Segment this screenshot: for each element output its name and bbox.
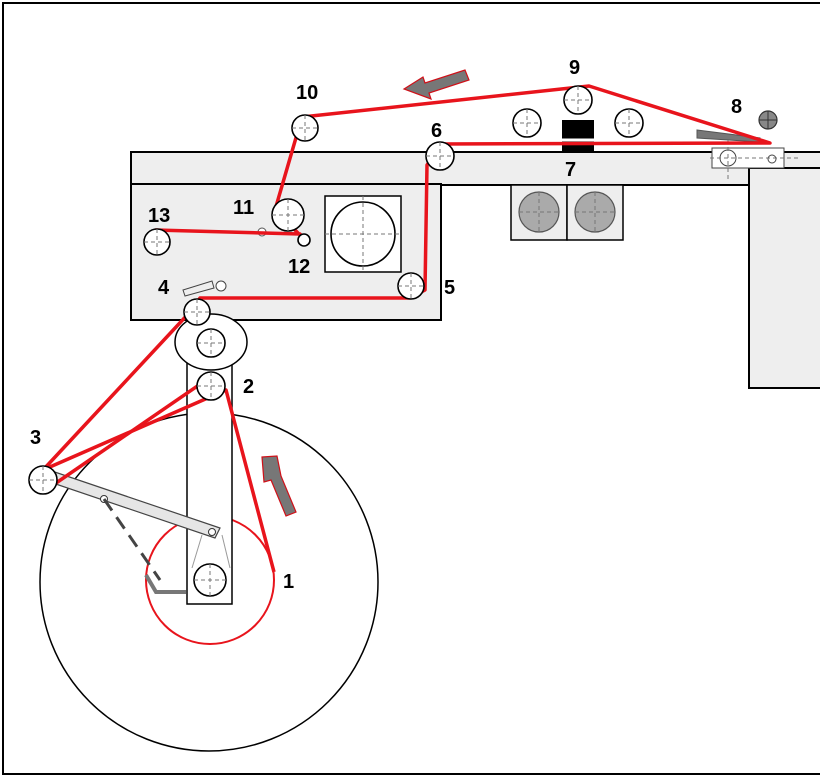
guide-bar-4 xyxy=(182,280,215,297)
label-11: 11 xyxy=(233,197,254,219)
roller-pivot xyxy=(196,328,226,358)
motor-unit xyxy=(324,195,402,273)
label-3: 3 xyxy=(30,427,41,449)
roller-5 xyxy=(397,272,425,300)
roller-1 xyxy=(193,563,227,597)
label-7: 7 xyxy=(565,159,576,181)
print-head-7 xyxy=(562,120,594,152)
side-cabinet xyxy=(748,167,820,389)
direction-arrow-top xyxy=(402,69,470,100)
label-12: 12 xyxy=(288,256,310,278)
label-6: 6 xyxy=(431,120,442,142)
roller-3 xyxy=(28,465,58,495)
roller-9 xyxy=(563,85,593,115)
roller-6 xyxy=(425,141,455,171)
roller-left-of-7 xyxy=(512,108,542,138)
label-1: 1 xyxy=(283,571,294,593)
label-9: 9 xyxy=(569,57,580,79)
label-5: 5 xyxy=(444,277,455,299)
roller-right-of-7 xyxy=(614,108,644,138)
top-plate xyxy=(130,151,820,186)
label-13: 13 xyxy=(148,205,170,227)
label-4: 4 xyxy=(158,277,170,299)
roller-13 xyxy=(143,228,171,256)
web-path-lower xyxy=(42,374,213,494)
label-10: 10 xyxy=(296,82,318,104)
roller-12 xyxy=(297,233,311,247)
roller-10 xyxy=(291,114,319,142)
label-8: 8 xyxy=(731,96,742,118)
label-2: 2 xyxy=(243,376,254,398)
roller-11 xyxy=(271,198,305,232)
roller-2 xyxy=(196,371,226,401)
drive-box-right xyxy=(566,184,624,241)
direction-arrow-up xyxy=(261,455,297,517)
roller-4b xyxy=(183,298,211,326)
drive-box-left xyxy=(510,184,568,241)
sensor-8 xyxy=(758,110,778,130)
guide-pin-4 xyxy=(215,280,227,292)
